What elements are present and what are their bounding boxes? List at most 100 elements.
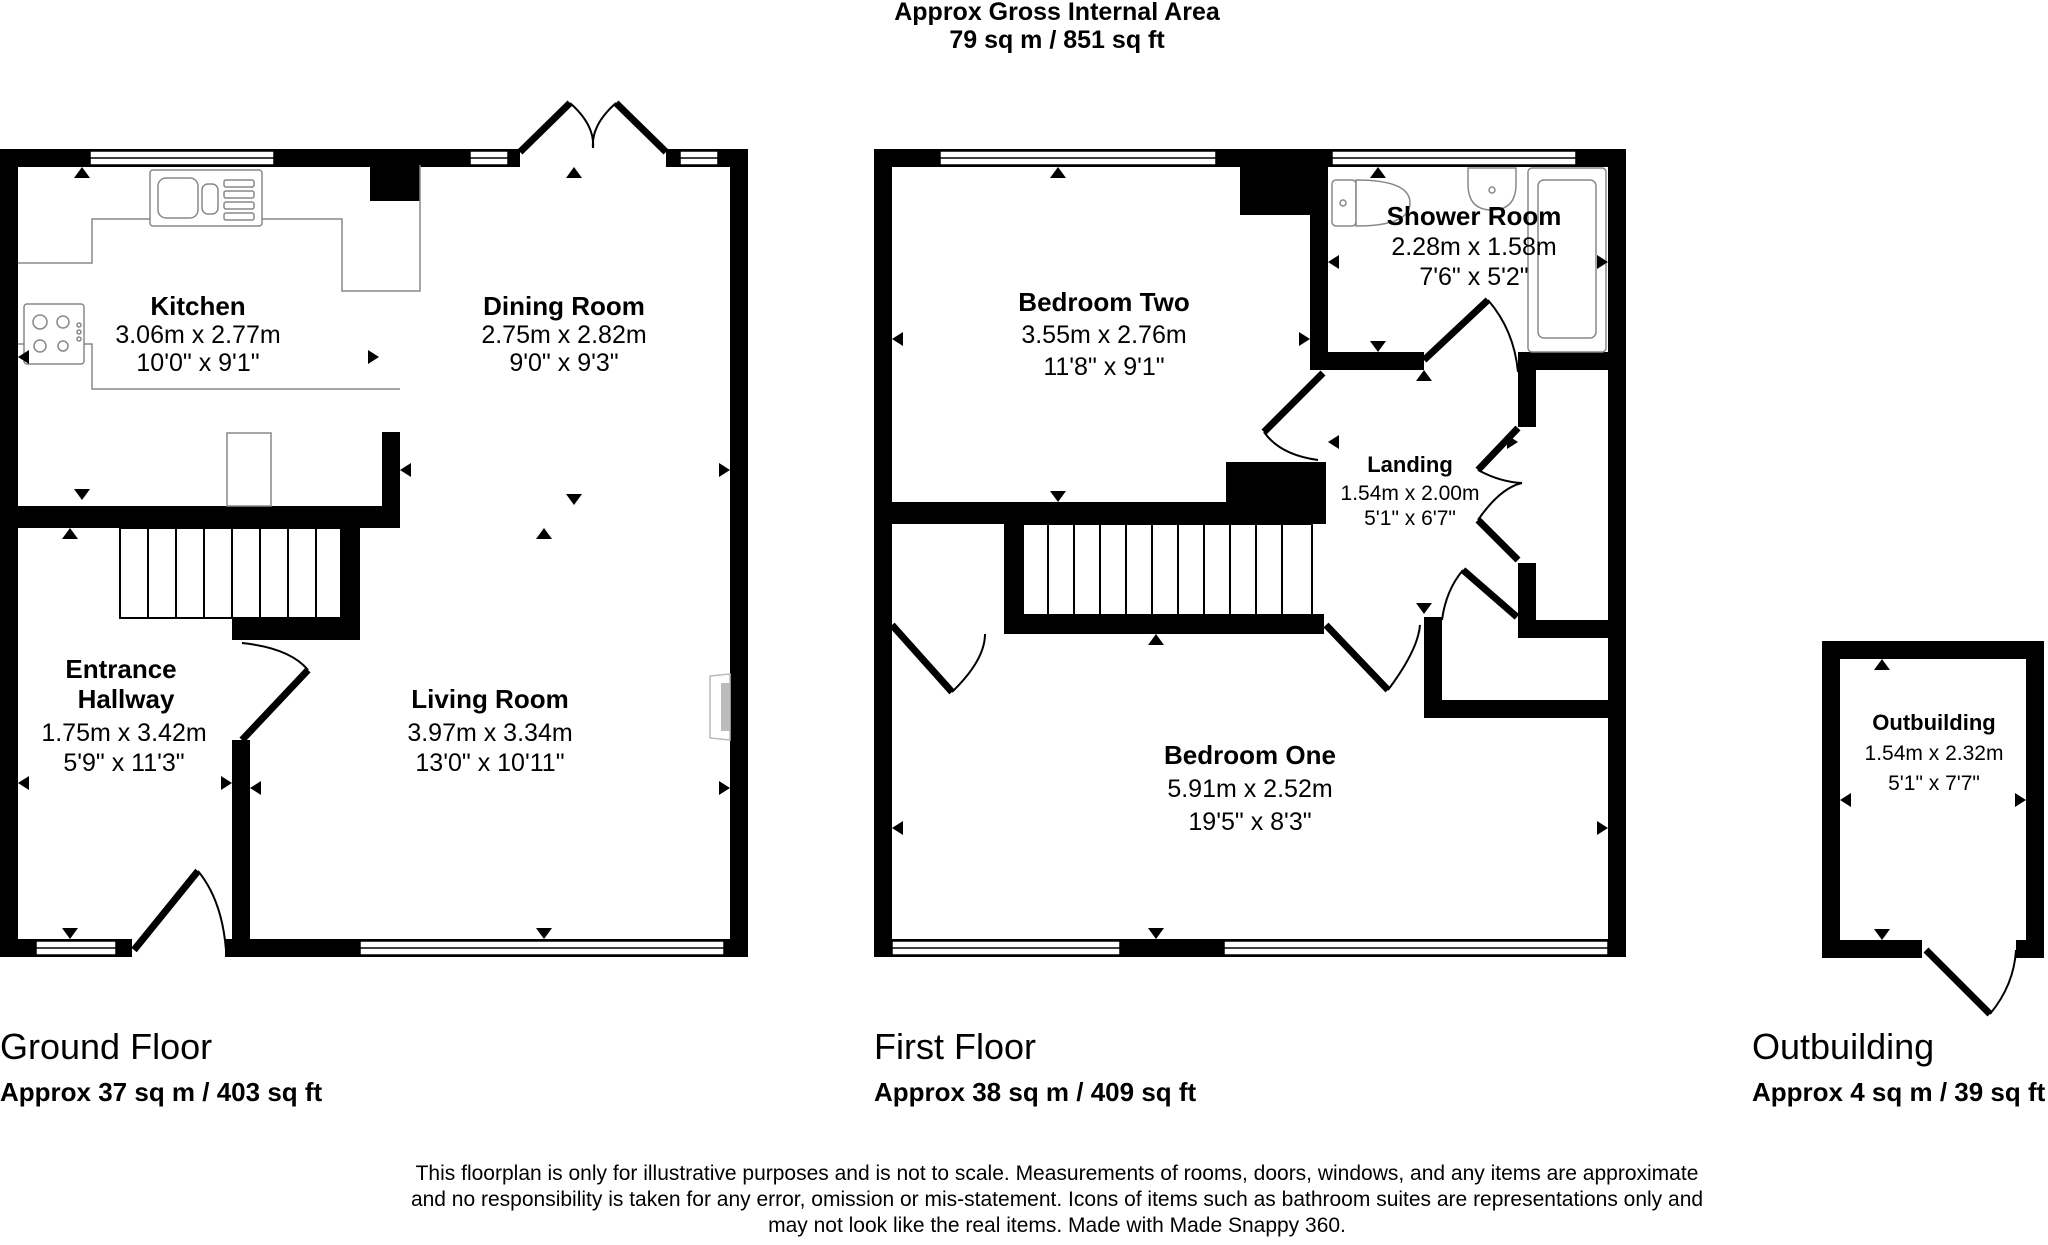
room-name-line1: Entrance — [65, 654, 176, 684]
staircase — [119, 527, 360, 640]
first-floor-label: First Floor — [874, 1026, 1036, 1067]
floor-captions: Ground Floor Approx 37 sq m / 403 sq ft … — [0, 1026, 2046, 1107]
room-metric: 1.75m x 3.42m — [41, 719, 206, 747]
door — [239, 642, 311, 743]
room-name-line2: Hallway — [78, 684, 175, 714]
gross-area-title: Approx Gross Internal Area — [894, 0, 1221, 26]
room-landing: Landing 1.54m x 2.00m 5'1" x 6'7" — [1341, 452, 1480, 530]
wall — [1822, 940, 1922, 958]
disclaimer-line: and no responsibility is taken for any e… — [411, 1188, 1703, 1211]
chimney-breast — [370, 165, 420, 201]
worktop — [18, 165, 421, 292]
outbuilding-area: Approx 4 sq m / 39 sq ft — [1752, 1077, 2046, 1107]
room-name: Outbuilding — [1872, 710, 1995, 735]
room-name: Dining Room — [483, 291, 645, 321]
wall — [1518, 352, 1536, 427]
wall — [232, 740, 250, 957]
room-imperial: 7'6" x 5'2" — [1419, 263, 1528, 291]
room-bedroom-one: Bedroom One 5.91m x 2.52m 19'5" x 8'3" — [1164, 740, 1336, 836]
room-bedroom-two: Bedroom Two 3.55m x 2.76m 11'8" x 9'1" — [1018, 287, 1189, 381]
appliance — [226, 432, 272, 507]
first-floor-area: Approx 38 sq m / 409 sq ft — [874, 1077, 1197, 1107]
staircase — [1004, 523, 1324, 634]
dimension-markers — [1840, 659, 2026, 940]
room-shower-room: Shower Room 2.28m x 1.58m 7'6" x 5'2" — [1387, 201, 1562, 291]
door — [1421, 297, 1519, 373]
room-metric: 2.28m x 1.58m — [1391, 233, 1556, 261]
wall — [1822, 641, 2044, 659]
room-name: Bedroom Two — [1018, 287, 1189, 317]
gross-area-total: 79 sq m / 851 sq ft — [949, 26, 1165, 54]
hob-icon — [23, 303, 85, 365]
outbuilding-label: Outbuilding — [1752, 1026, 1934, 1067]
room-name: Kitchen — [150, 291, 245, 321]
wall — [874, 502, 1314, 524]
room-metric: 3.55m x 2.76m — [1021, 321, 1186, 349]
wall — [1518, 563, 1536, 638]
room-metric: 3.97m x 3.34m — [407, 719, 572, 747]
room-metric: 1.54m x 2.00m — [1341, 482, 1480, 505]
wall — [1424, 617, 1442, 717]
wall — [1608, 149, 1626, 957]
room-name: Shower Room — [1387, 201, 1562, 231]
room-metric: 1.54m x 2.32m — [1865, 742, 2004, 765]
room-imperial: 10'0" x 9'1" — [136, 349, 259, 377]
wall — [730, 149, 748, 957]
wall — [874, 149, 892, 957]
wall — [0, 506, 400, 528]
chimney-breast — [1240, 165, 1320, 215]
room-metric: 2.75m x 2.82m — [481, 321, 646, 349]
header: Approx Gross Internal Area 79 sq m / 851… — [894, 0, 1221, 54]
wall — [382, 432, 400, 528]
room-imperial: 5'9" x 11'3" — [63, 749, 184, 777]
room-kitchen: Kitchen 3.06m x 2.77m 10'0" x 9'1" — [115, 291, 280, 377]
room-imperial: 19'5" x 8'3" — [1188, 808, 1311, 836]
door — [1923, 947, 2017, 1017]
ground-floor-plan: Kitchen 3.06m x 2.77m 10'0" x 9'1" Dinin… — [0, 100, 748, 957]
door — [889, 622, 986, 695]
wall — [1424, 700, 1626, 718]
french-doors — [517, 100, 669, 155]
room-metric: 3.06m x 2.77m — [115, 321, 280, 349]
wall — [1518, 352, 1626, 370]
room-imperial: 13'0" x 10'11" — [415, 749, 564, 777]
first-floor-plan: Bedroom Two 3.55m x 2.76m 11'8" x 9'1" S… — [874, 149, 1626, 957]
wall — [1518, 620, 1626, 638]
room-name: Living Room — [411, 684, 568, 714]
door — [1323, 622, 1421, 693]
basin-icon — [1467, 167, 1517, 211]
room-outbuilding: Outbuilding 1.54m x 2.32m 5'1" x 7'7" — [1865, 710, 2004, 795]
room-imperial: 5'1" x 7'7" — [1888, 772, 1980, 795]
wall — [1310, 352, 1424, 370]
sink-icon — [149, 169, 263, 227]
cupboard-doors — [1475, 425, 1523, 563]
wall — [2026, 641, 2044, 958]
room-imperial: 9'0" x 9'3" — [509, 349, 618, 377]
wall — [0, 149, 18, 957]
dimension-markers — [18, 167, 730, 939]
ground-floor-label: Ground Floor — [0, 1026, 212, 1067]
disclaimer-line: may not look like the real items. Made w… — [768, 1214, 1346, 1237]
fireplace-icon — [709, 673, 731, 741]
dimension-markers — [892, 167, 1608, 939]
room-entrance-hallway: Entrance Hallway 1.75m x 3.42m 5'9" x 11… — [41, 654, 206, 777]
door — [1441, 567, 1520, 621]
room-metric: 5.91m x 2.52m — [1167, 775, 1332, 803]
wall-block — [1226, 462, 1326, 524]
door — [1261, 370, 1326, 461]
room-name: Bedroom One — [1164, 740, 1336, 770]
room-imperial: 11'8" x 9'1" — [1043, 353, 1164, 381]
bath-icon — [1527, 167, 1607, 353]
front-door — [131, 868, 227, 953]
wall — [1310, 165, 1328, 365]
toilet-icon — [1331, 179, 1411, 227]
disclaimer: This floorplan is only for illustrative … — [411, 1162, 1703, 1237]
ground-floor-area: Approx 37 sq m / 403 sq ft — [0, 1077, 323, 1107]
room-imperial: 5'1" x 6'7" — [1364, 507, 1456, 530]
disclaimer-line: This floorplan is only for illustrative … — [416, 1162, 1699, 1185]
room-name: Landing — [1367, 452, 1453, 477]
room-dining-room: Dining Room 2.75m x 2.82m 9'0" x 9'3" — [481, 291, 646, 377]
wall — [1822, 641, 1840, 958]
outbuilding-plan: Outbuilding 1.54m x 2.32m 5'1" x 7'7" — [1822, 641, 2044, 1017]
